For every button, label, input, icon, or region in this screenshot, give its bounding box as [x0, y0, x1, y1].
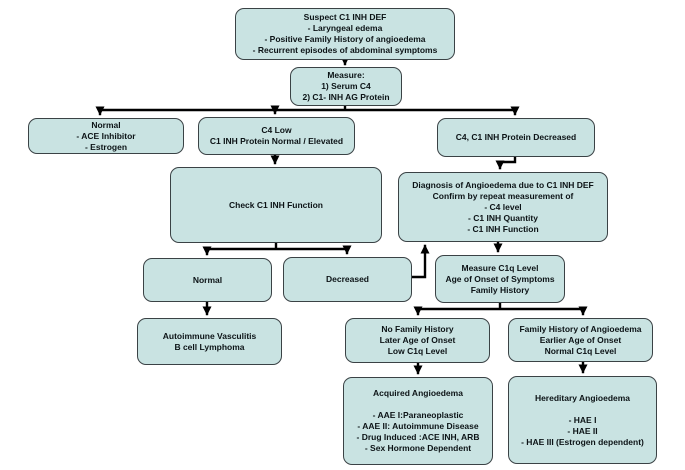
node-hereditary-angioedema: Hereditary Angioedema - HAE I- HAE II- H…	[508, 376, 657, 464]
node-c4-c1-inh-decreased: C4, C1 INH Protein Decreased	[437, 118, 595, 157]
node-function-normal: Normal	[143, 258, 272, 302]
connector-measurec1q-trunk	[416, 301, 585, 311]
node-suspect-c1-inh-def: Suspect C1 INH DEF- Laryngeal edema- Pos…	[235, 8, 455, 60]
node-check-c1-inh-function: Check C1 INH Function	[170, 167, 382, 243]
connector-fndecreased-diagnosis	[410, 244, 430, 279]
node-diagnosis-angioedema: Diagnosis of Angioedema due to C1 INH DE…	[398, 172, 608, 242]
connector-checkfunction-trunk	[205, 241, 349, 251]
node-normal-ace-estrogen: Normal- ACE Inhibitor- Estrogen	[28, 118, 184, 154]
node-acquired-angioedema: Acquired Angioedema - AAE I:Paraneoplast…	[343, 377, 493, 465]
node-function-decreased: Decreased	[283, 257, 412, 302]
connector-decreased-diagnosis	[495, 155, 517, 170]
connector-measure-trunk	[98, 104, 517, 112]
